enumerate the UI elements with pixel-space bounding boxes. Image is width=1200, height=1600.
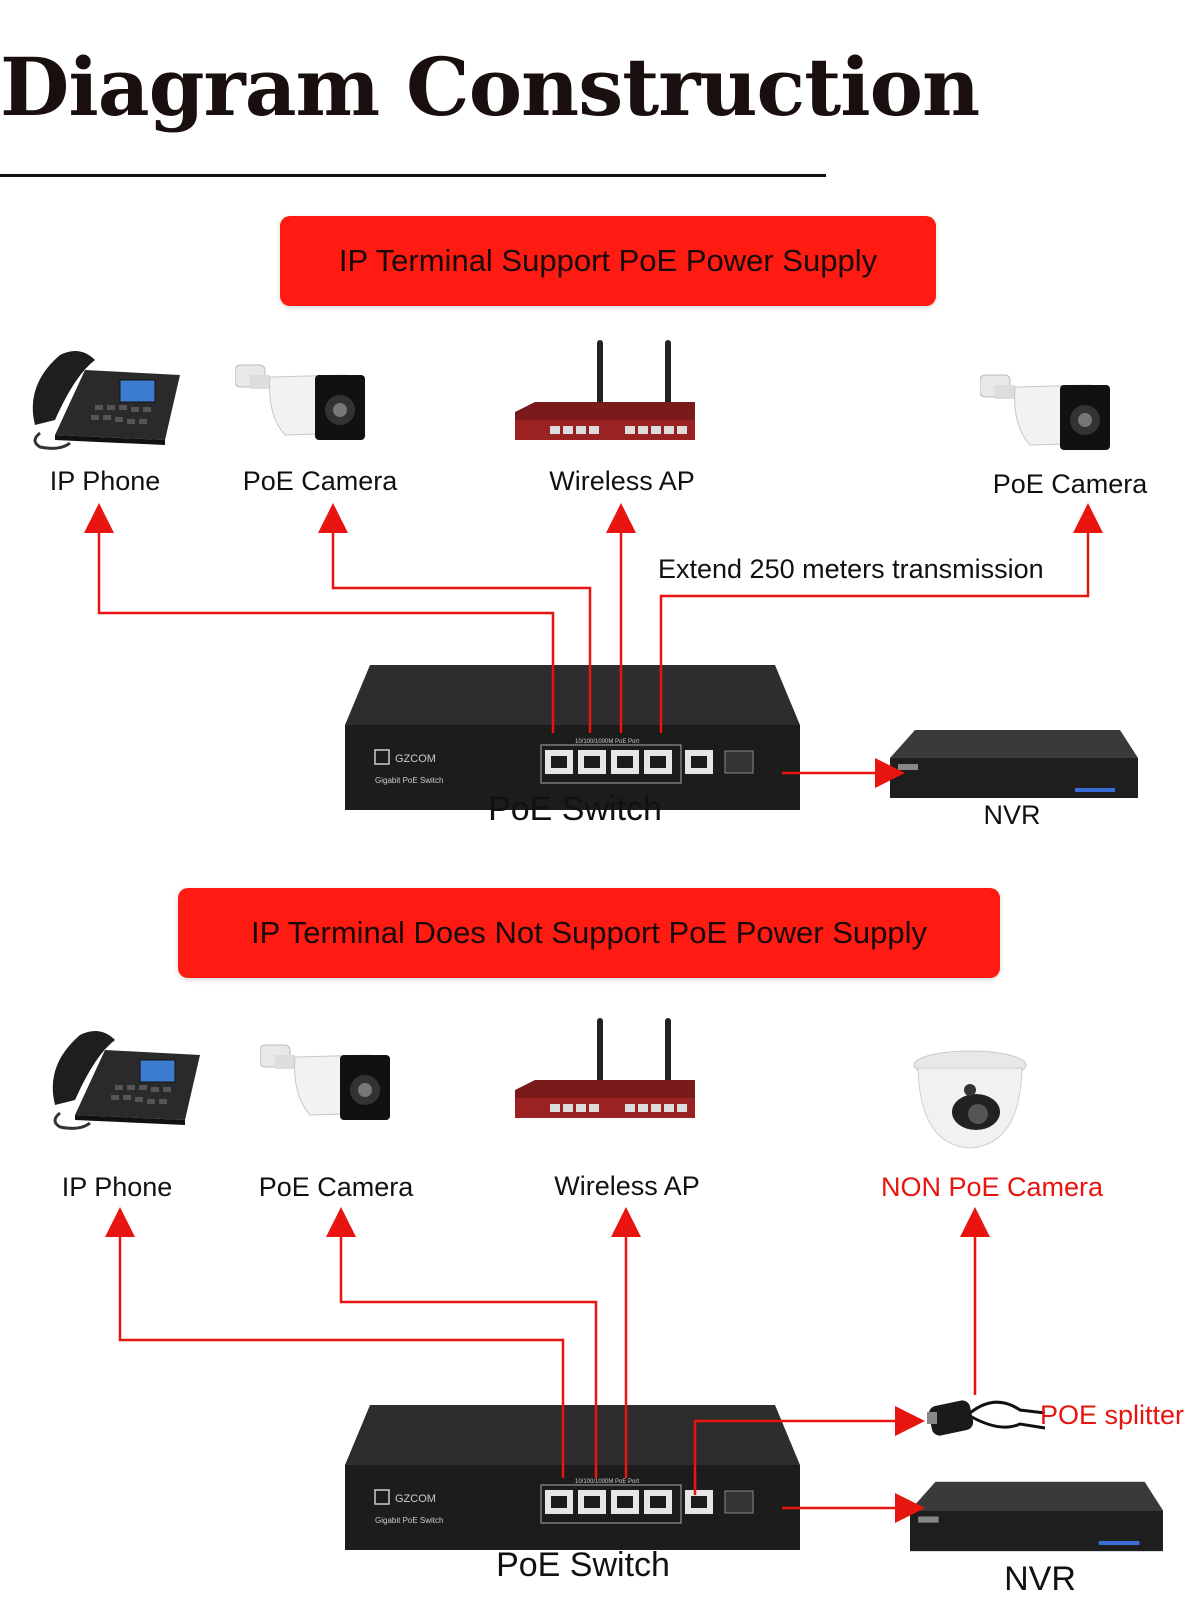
switch-brand: GZCOM: [395, 1493, 436, 1505]
wireless-ap-label: Wireless AP: [554, 1171, 700, 1201]
port-header: 10/100/1000M PoE Port: [575, 1479, 639, 1485]
poe-camera-label: PoE Camera: [242, 466, 398, 496]
page-title: Diagram Construction: [0, 40, 980, 134]
ip-phone-label: IP Phone: [49, 466, 161, 496]
poe-switch-device: GZCOM Gigabit PoE Switch 10/100/1000M Po…: [345, 1405, 800, 1550]
switch-brand: GZCOM: [395, 753, 436, 765]
poe-camera-icon: [260, 1044, 390, 1120]
poe-camera-icon: [980, 374, 1110, 450]
poe-splitter-icon: [927, 1400, 1046, 1436]
line-to-poe-camera: [326, 1207, 598, 1478]
switch-model: Gigabit PoE Switch: [375, 776, 443, 785]
line-to-ip-phone: [84, 503, 555, 733]
line-to-poe-camera-far: [659, 503, 1103, 733]
line-to-poe-camera: [318, 503, 592, 733]
section2-banner: IP Terminal Does Not Support PoE Power S…: [178, 888, 1000, 978]
title-divider: [0, 174, 826, 177]
section1-banner: IP Terminal Support PoE Power Supply: [280, 216, 936, 306]
ip-phone-label: IP Phone: [61, 1172, 173, 1202]
nvr-device: [890, 730, 1138, 798]
extend-transmission-label: Extend 250 meters transmission: [658, 554, 1044, 584]
ip-phone-icon: [32, 351, 180, 450]
wireless-ap-label: Wireless AP: [549, 466, 695, 496]
wireless-ap-icon: [515, 1018, 695, 1118]
section1-banner-text: IP Terminal Support PoE Power Supply: [338, 243, 878, 278]
poe-camera-label: PoE Camera: [992, 469, 1148, 499]
poe-switch-label: PoE Switch: [496, 1546, 670, 1584]
poe-camera-icon: [235, 364, 365, 440]
nvr-device: [910, 1481, 1163, 1552]
non-poe-camera-label: NON PoE Camera: [880, 1172, 1104, 1202]
nvr-label: NVR: [1004, 1560, 1076, 1598]
switch-model: Gigabit PoE Switch: [375, 1516, 443, 1525]
port-header: 10/100/1000M PoE Port: [575, 739, 639, 745]
ip-phone-icon: [52, 1031, 200, 1130]
poe-splitter-label: POE splitter: [1040, 1400, 1185, 1430]
nvr-label: NVR: [983, 800, 1041, 830]
dome-camera-icon: [913, 1050, 1027, 1149]
line-to-poe-splitter: [693, 1406, 925, 1495]
poe-switch-device: GZCOM Gigabit PoE Switch 10/100/1000M Po…: [345, 665, 800, 810]
poe-camera-label: PoE Camera: [258, 1172, 414, 1202]
line-to-ip-phone: [105, 1207, 565, 1478]
wireless-ap-icon: [515, 340, 695, 440]
section2-banner-text: IP Terminal Does Not Support PoE Power S…: [250, 915, 928, 950]
poe-switch-label: PoE Switch: [488, 790, 662, 828]
